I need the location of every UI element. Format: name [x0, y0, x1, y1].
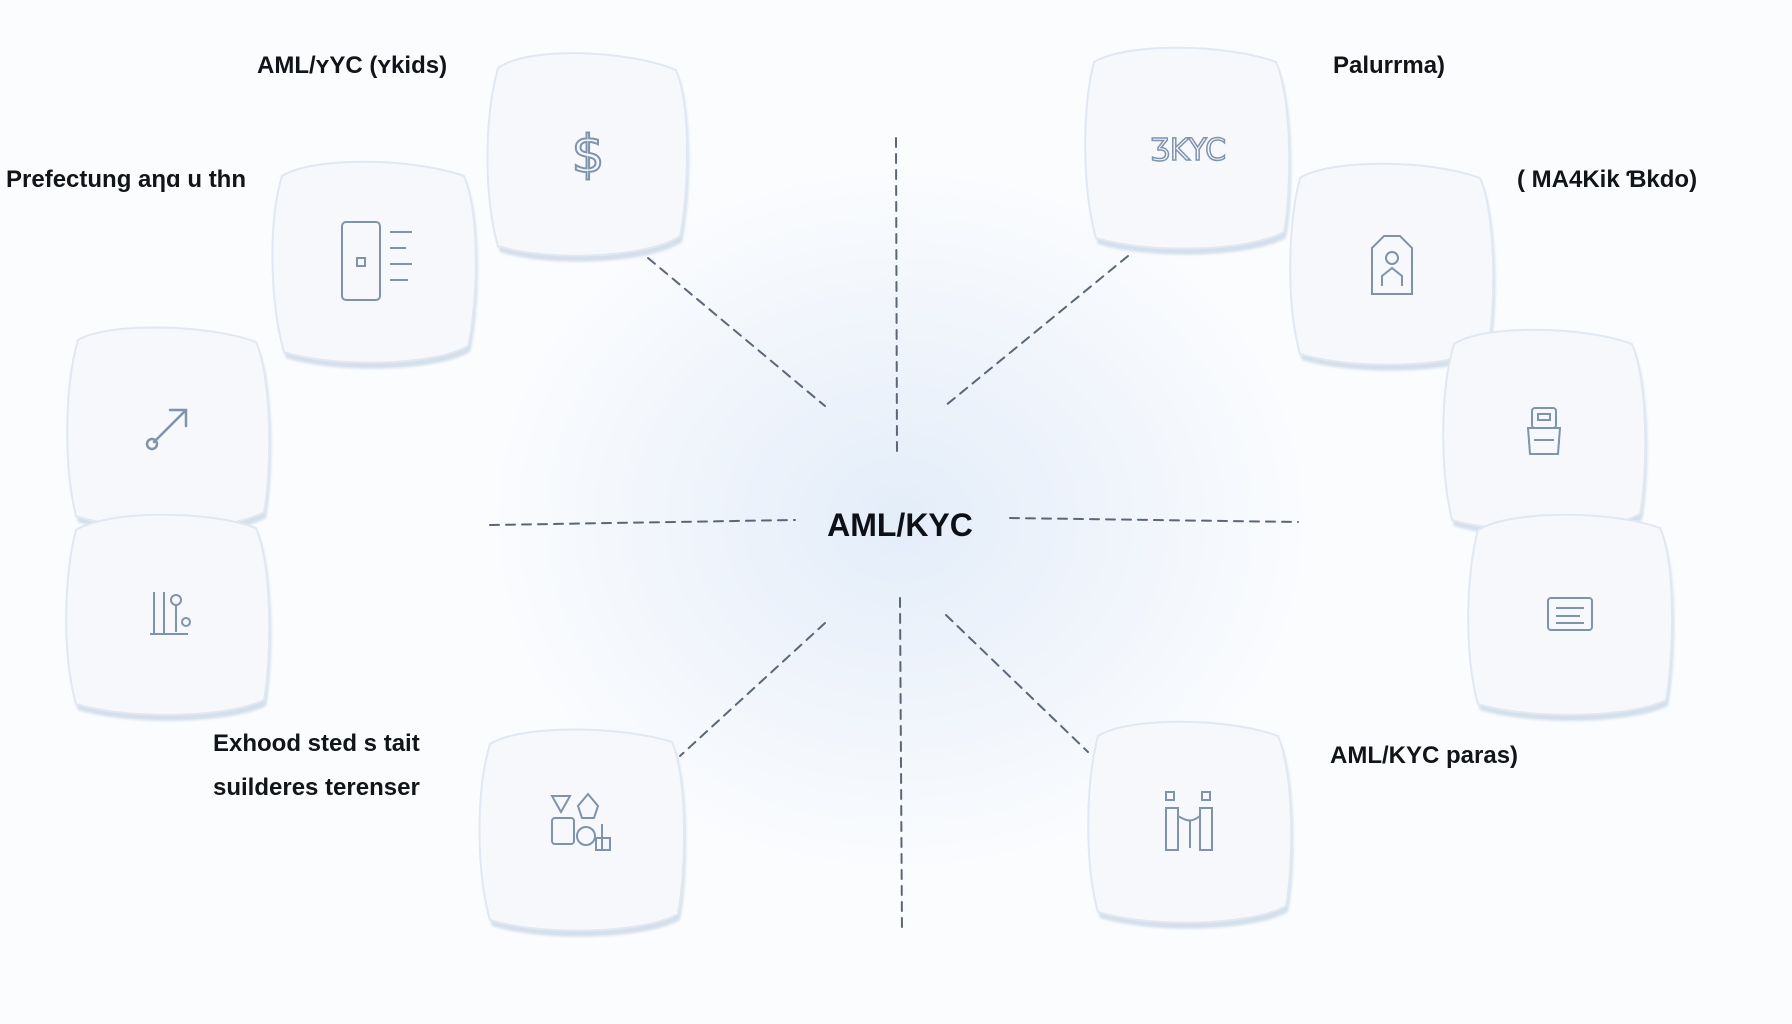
- kiosk-icon: [1526, 407, 1562, 455]
- connector-lower-left: [679, 622, 826, 757]
- node-figures: [1087, 720, 1294, 929]
- connector-upper-left: [647, 257, 826, 407]
- diagonal-arrow-icon: [145, 408, 188, 451]
- node-arrow: [66, 326, 272, 535]
- document-list-icon: [341, 221, 412, 301]
- node-card: [1467, 513, 1675, 721]
- connector-lines: [489, 137, 1299, 933]
- card-icon: [1547, 597, 1593, 631]
- label-bottom-right: AML/KYC paras): [1330, 742, 1519, 769]
- label-top-left: AML/ʏYC (ʏkids): [257, 52, 448, 79]
- label-right-upper: ( MA4Kik Ɓkdo): [1517, 166, 1698, 193]
- tools-icon: [150, 592, 191, 635]
- node-id-tag: [1289, 162, 1496, 371]
- label-bottom-left: Exhood sted s tait suilderes terenser: [213, 730, 420, 801]
- kyc-text-icon: ƷKYC: [1150, 133, 1226, 168]
- connector-bottom: [899, 597, 903, 933]
- node-tools: [65, 513, 272, 721]
- label-top-right: Palurrma): [1333, 52, 1446, 79]
- node-kyc: ƷKYC: [1084, 46, 1292, 255]
- center-label: AML/KYC: [827, 507, 973, 543]
- dollar-icon: $: [571, 125, 604, 185]
- connector-left: [489, 519, 796, 526]
- connector-top: [895, 137, 898, 453]
- connector-upper-right: [944, 255, 1129, 407]
- connector-lower-right: [945, 614, 1089, 753]
- node-objects: [478, 728, 687, 937]
- node-kiosk: [1442, 328, 1648, 537]
- connector-right: [1009, 517, 1299, 523]
- node-dollar: $: [486, 52, 689, 262]
- figures-icon: [1165, 791, 1213, 851]
- id-tag-icon: [1371, 235, 1413, 295]
- objects-icon: [550, 792, 611, 851]
- label-left-upper: Prеfectung aηɑ u thn: [6, 166, 246, 193]
- node-document: [271, 160, 478, 369]
